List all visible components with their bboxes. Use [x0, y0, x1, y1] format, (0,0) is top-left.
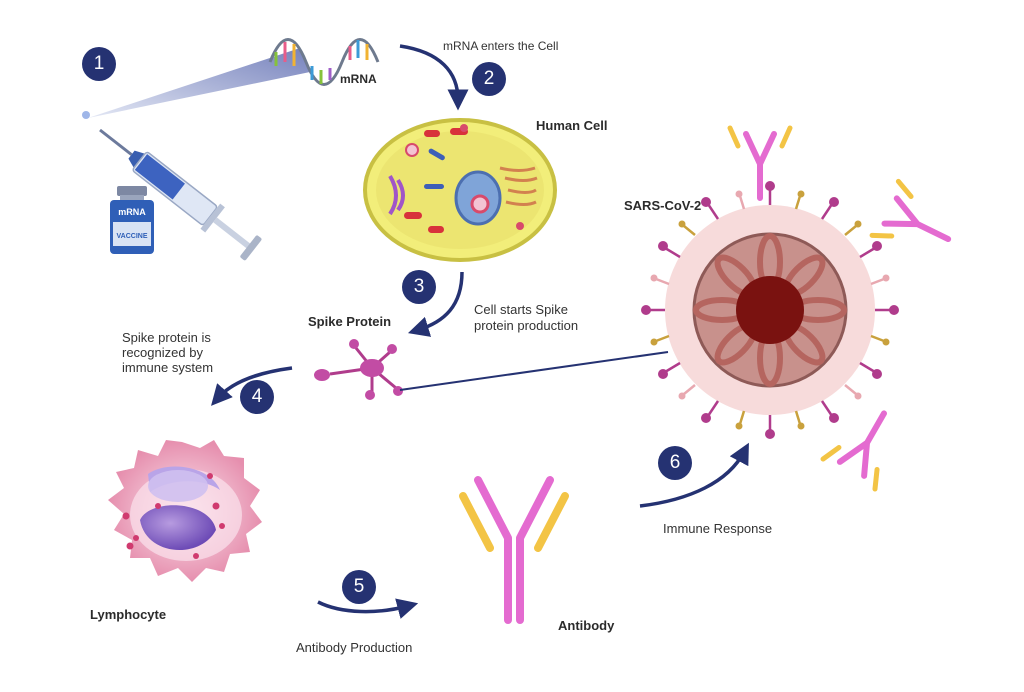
label-mrna-enters: mRNA enters the Cell	[443, 39, 559, 53]
vaccine-vial-icon: mRNA VACCINE	[110, 186, 154, 254]
lymphocyte-illustration	[108, 440, 262, 582]
step-5-marker: 5	[342, 570, 376, 604]
mrna-strand-icon	[268, 38, 380, 86]
antibodies-near-virus	[727, 125, 952, 492]
step-4-marker: 4	[240, 380, 274, 414]
vaccine-syringe-illustration: mRNA VACCINE	[82, 48, 310, 261]
antibody-large-icon	[459, 476, 569, 624]
label-human-cell: Human Cell	[536, 118, 608, 133]
step-6-marker: 6	[658, 446, 692, 480]
sars-cov-2-virus-illustration	[641, 181, 899, 439]
vial-label-vaccine: VACCINE	[117, 233, 148, 240]
label-antibody: Antibody	[558, 618, 615, 633]
vial-label-mrna: mRNA	[118, 207, 146, 217]
step-2-marker: 2	[472, 62, 506, 96]
virus-spikes	[641, 181, 899, 439]
spike-virus-connector	[399, 351, 669, 391]
vaccine-drop	[82, 111, 90, 119]
arrow-to-antibody	[317, 598, 419, 619]
label-mrna: mRNA	[340, 72, 377, 86]
arrow-to-virus	[639, 442, 749, 508]
label-antibody-production: Antibody Production	[296, 640, 413, 655]
arrow-to-lymphocyte	[211, 366, 293, 406]
label-spike-protein: Spike Protein	[308, 314, 392, 329]
light-beam	[88, 48, 310, 118]
antibody-icon	[820, 410, 887, 492]
human-cell-illustration	[363, 118, 557, 262]
label-sars-cov-2: SARS-CoV-2	[624, 198, 702, 213]
label-immune-response: Immune Response	[663, 521, 773, 536]
step-3-marker: 3	[402, 270, 436, 304]
spike-protein-illustration	[314, 339, 403, 400]
label-cell-starts: Cell starts Spike protein production	[474, 302, 579, 333]
label-recognized: Spike protein is recognized by immune sy…	[122, 330, 214, 375]
antibody-icon	[869, 178, 952, 243]
flow-arrows	[211, 44, 749, 619]
antibody-icon	[727, 125, 793, 201]
arrow-to-cell	[399, 44, 469, 111]
syringe-icon	[99, 128, 262, 261]
label-lymphocyte: Lymphocyte	[90, 607, 167, 622]
arrow-to-spike	[407, 271, 464, 337]
step-1-marker: 1	[82, 47, 116, 81]
